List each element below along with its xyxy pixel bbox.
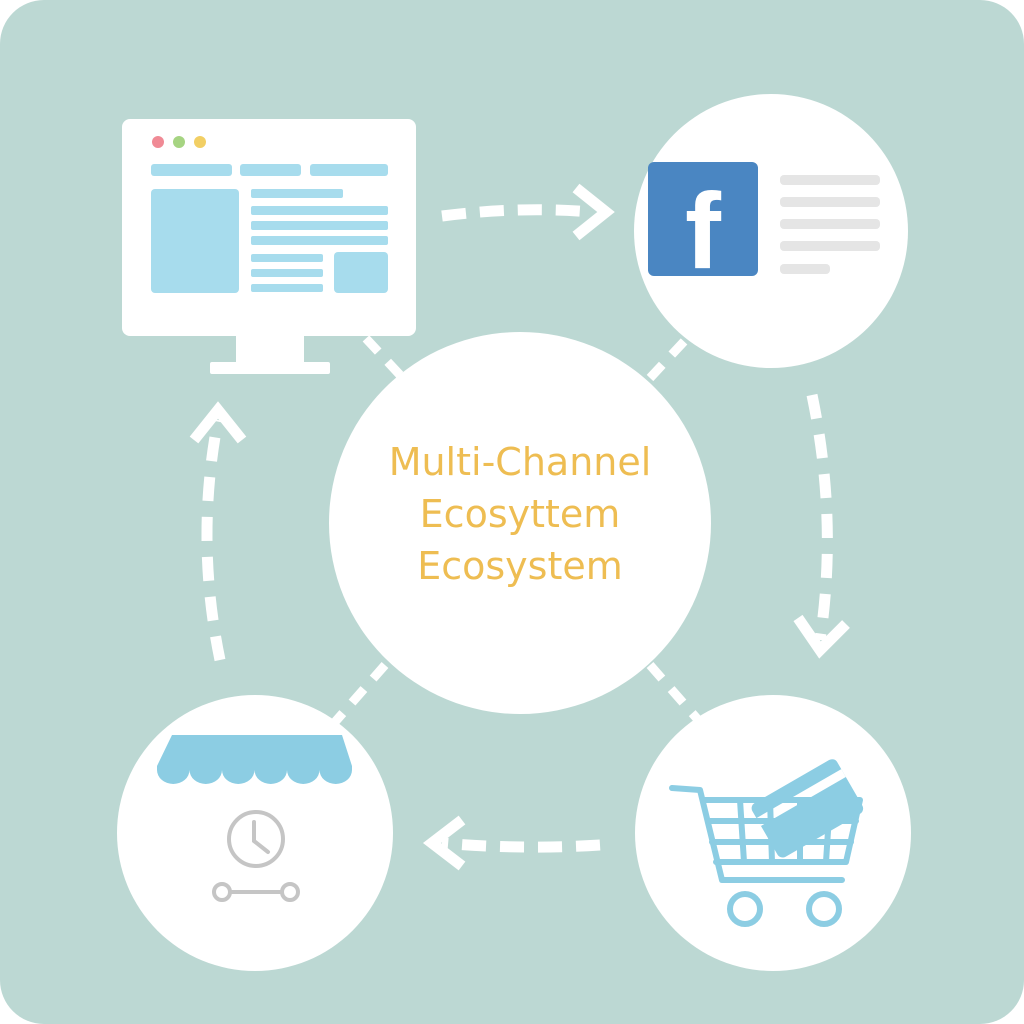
arrowhead-website-to-social xyxy=(572,183,615,241)
connector-social xyxy=(646,331,694,382)
post-line-3 xyxy=(780,219,880,229)
monitor-neck xyxy=(236,330,304,366)
facebook-icon xyxy=(648,162,880,276)
shopping-cart-icon xyxy=(669,759,864,927)
arrowhead-social-to-cart xyxy=(793,614,850,659)
text-line-4 xyxy=(251,236,388,245)
window-dot-red xyxy=(152,136,164,148)
post-line-5 xyxy=(780,264,830,274)
nav-bar-1 xyxy=(151,164,232,176)
route-icon xyxy=(212,882,300,902)
cart-wheel-left xyxy=(727,891,763,927)
text-line-6 xyxy=(251,269,323,277)
text-line-7 xyxy=(251,284,323,292)
storefront-icon xyxy=(157,735,352,902)
facebook-logo-letter: f xyxy=(685,170,721,276)
hero-image-block xyxy=(151,189,239,293)
arrowhead-cart-to-store xyxy=(422,815,466,871)
post-line-4 xyxy=(780,241,880,251)
cart-wheel-right xyxy=(806,891,842,927)
facebook-logo-square xyxy=(648,162,758,276)
hub-title-line-2: Ecosyttem xyxy=(419,492,621,536)
arrow-cart-to-store xyxy=(441,837,601,853)
monitor-stand xyxy=(210,362,330,374)
window-dot-yellow xyxy=(194,136,206,148)
cart-frame xyxy=(669,785,863,883)
window-dot-green xyxy=(173,136,185,148)
nav-bar-3 xyxy=(310,164,388,176)
text-line-5 xyxy=(251,254,323,262)
post-line-1 xyxy=(780,175,880,185)
connector-website xyxy=(356,328,404,379)
arrow-website-to-social xyxy=(441,204,593,222)
connector-store xyxy=(331,662,389,725)
hub-connectors xyxy=(331,328,704,725)
arrow-social-to-cart xyxy=(806,393,833,641)
hub-title-line-3: Ecosystem xyxy=(417,544,623,588)
arrowhead-store-to-website xyxy=(189,401,247,444)
hub-title-line-1: Multi-Channel xyxy=(388,440,652,484)
text-line-2 xyxy=(251,206,388,215)
clock-icon xyxy=(227,810,285,868)
nav-bar-2 xyxy=(240,164,301,176)
arrow-store-to-website xyxy=(201,418,226,662)
center-hub-circle xyxy=(329,332,711,714)
text-line-3 xyxy=(251,221,388,230)
awning-icon xyxy=(157,735,352,785)
browser-monitor-icon xyxy=(122,119,416,374)
thumbnail-block xyxy=(334,252,388,293)
cycle-arrows xyxy=(189,183,850,871)
text-line-1 xyxy=(251,189,343,198)
post-line-2 xyxy=(780,197,880,207)
connector-cart xyxy=(646,662,704,725)
